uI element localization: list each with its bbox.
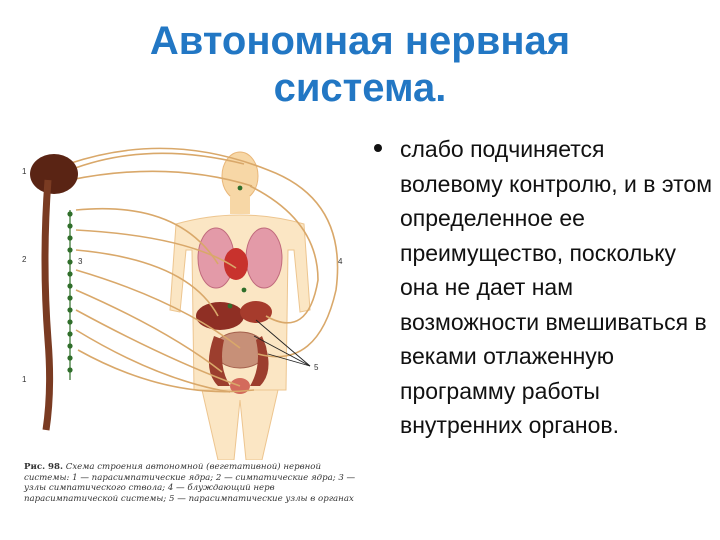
label-5: 5 xyxy=(314,363,319,372)
figure-labels: 1 2 3 4 5 1 xyxy=(22,167,343,384)
label-1-bottom: 1 xyxy=(22,375,27,384)
label-pointers xyxy=(253,319,311,367)
spinal-cord xyxy=(30,154,78,431)
bullet-list: слабо подчиняется волевому контролю, и в… xyxy=(372,132,712,443)
caption-title: Рис. 98. xyxy=(24,462,64,472)
bullet-marker xyxy=(374,144,382,152)
title-line-2: система. xyxy=(273,66,447,110)
organs xyxy=(196,227,283,394)
nervous-system-figure: 1 2 3 4 5 1 Рис. 98. Схема строения авто… xyxy=(18,140,360,516)
slide-title: Автономная нервная система. xyxy=(0,18,720,112)
label-2: 2 xyxy=(22,255,27,264)
caption-text: Схема строения автономной (вегетативной)… xyxy=(24,462,356,504)
bullet-item: слабо подчиняется волевому контролю, и в… xyxy=(400,136,713,438)
label-3: 3 xyxy=(78,257,83,266)
title-line-1: Автономная нервная xyxy=(149,19,571,63)
anatomy-illustration: 1 2 3 4 5 1 xyxy=(22,147,343,460)
sympathetic-ganglia xyxy=(67,185,247,380)
label-4: 4 xyxy=(338,257,343,266)
body-outline xyxy=(169,151,311,460)
label-1-top: 1 xyxy=(22,167,27,176)
nerve-fibers xyxy=(67,147,339,393)
figure-caption: Рис. 98. Схема строения автономной (веге… xyxy=(24,462,360,504)
